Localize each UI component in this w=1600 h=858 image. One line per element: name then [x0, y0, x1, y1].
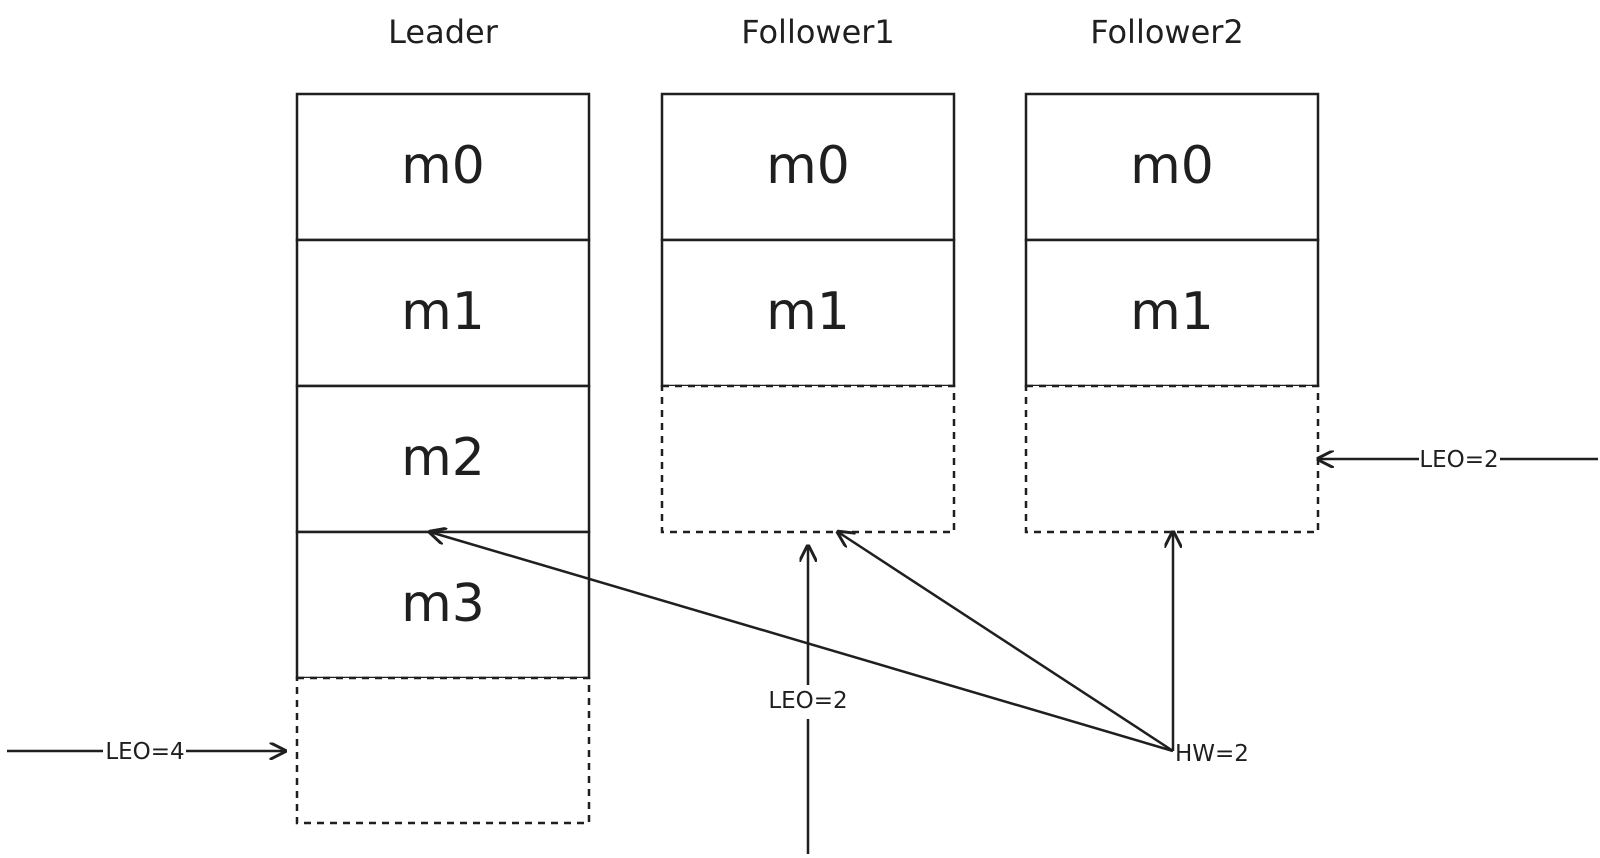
leader-log: m0 m1 m2 m3 [295, 92, 591, 825]
follower1-title: Follower1 [741, 13, 895, 51]
follower2-leo-marker: LEO=2 [1318, 447, 1598, 473]
follower2-title: Follower2 [1090, 13, 1244, 51]
follower1-cell-m0 [660, 92, 956, 242]
leader-title: Leader [388, 13, 499, 51]
leader-message-m2: m2 [401, 428, 485, 488]
follower1-message-m0: m0 [766, 136, 850, 196]
leader-leo-marker: LEO=4 [7, 739, 285, 765]
follower2-log: m0 m1 [1024, 92, 1320, 534]
hw-to-follower1-arrow [838, 532, 1174, 753]
high-watermark-marker: HW=2 [430, 532, 1249, 767]
follower1-leo-marker: LEO=2 [768, 546, 848, 854]
leader-cell-m3 [295, 530, 591, 680]
follower1-next-empty-slot [660, 384, 956, 534]
high-watermark-label: HW=2 [1175, 741, 1249, 767]
follower2-message-m1: m1 [1130, 282, 1214, 342]
follower2-message-m0: m0 [1130, 136, 1214, 196]
follower2-next-empty-slot [1024, 384, 1320, 534]
follower2-leo-label: LEO=2 [1419, 447, 1498, 473]
leader-message-m3: m3 [401, 574, 485, 634]
follower1-log: m0 m1 [660, 92, 956, 534]
leader-cell-m0 [295, 92, 591, 242]
leader-next-empty-slot [295, 676, 591, 825]
follower1-message-m1: m1 [766, 282, 850, 342]
follower1-leo-label: LEO=2 [768, 688, 847, 714]
leader-message-m0: m0 [401, 136, 485, 196]
leader-leo-label: LEO=4 [105, 739, 184, 765]
hw-to-leader-arrow [430, 532, 1174, 753]
follower1-cell-m1 [660, 238, 956, 388]
leader-message-m1: m1 [401, 282, 485, 342]
leader-cell-m1 [295, 238, 591, 388]
follower2-cell-m1 [1024, 238, 1320, 388]
leader-cell-m2 [295, 384, 591, 534]
